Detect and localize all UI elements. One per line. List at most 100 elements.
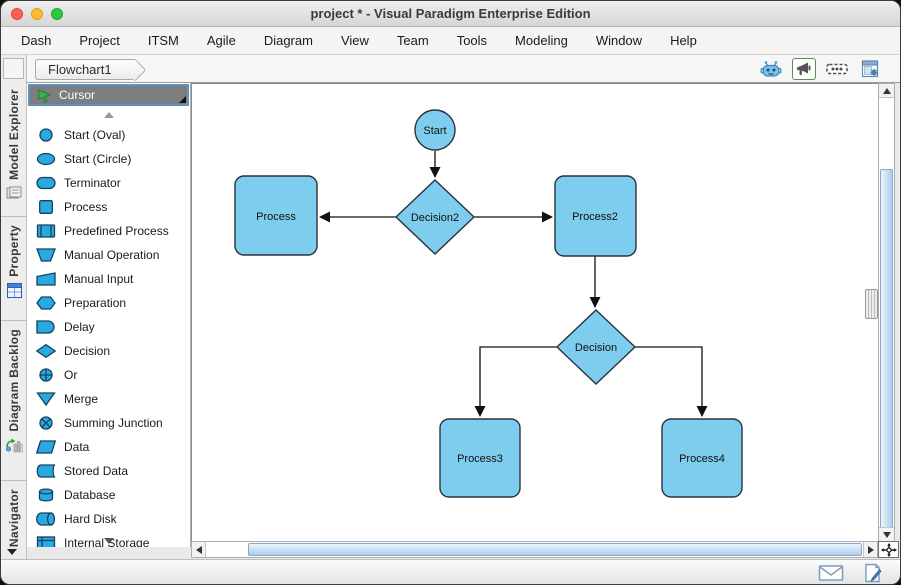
menu-modeling[interactable]: Modeling — [515, 33, 568, 48]
database-shape-icon — [36, 488, 56, 502]
close-window-button[interactable] — [11, 8, 23, 20]
side-tab-strip: Model Explorer Property — [1, 55, 27, 559]
diagram-tab-bar: Flowchart1 — [27, 55, 900, 83]
pan-diagram-button[interactable] — [878, 541, 899, 558]
vertical-scroll-thumb[interactable] — [880, 169, 893, 529]
node-process4-label: Process4 — [679, 453, 725, 465]
palette-item-label: Manual Input — [64, 272, 134, 286]
model-explorer-icon — [6, 186, 22, 205]
palette-item-process[interactable]: Process — [27, 195, 190, 219]
title-bar: project * - Visual Paradigm Enterprise E… — [1, 1, 900, 27]
menu-view[interactable]: View — [340, 33, 369, 48]
palette-item-decision[interactable]: Decision — [27, 339, 190, 363]
menu-diagram[interactable]: Diagram — [263, 33, 313, 48]
palette-item-manual-operation[interactable]: Manual Operation — [27, 243, 190, 267]
tab-flowchart1[interactable]: Flowchart1 — [35, 59, 135, 80]
palette-scroll-down[interactable] — [27, 535, 190, 547]
strip-top-box[interactable] — [3, 58, 24, 79]
scroll-down-icon — [103, 538, 114, 544]
sidebar-tab-model-explorer[interactable]: Model Explorer — [1, 81, 27, 217]
horizontal-scroll-thumb[interactable] — [248, 543, 862, 556]
node-process3[interactable]: Process3 — [439, 418, 521, 498]
node-start[interactable]: Start — [414, 109, 456, 151]
main-area: Model Explorer Property — [1, 55, 900, 559]
palette-scroll-up[interactable] — [27, 107, 190, 123]
palette-item-predefined-process[interactable]: Predefined Process — [27, 219, 190, 243]
palette-item-preparation[interactable]: Preparation — [27, 291, 190, 315]
edge-decision-to-process4[interactable] — [635, 346, 708, 417]
scroll-right-button[interactable] — [863, 542, 877, 557]
palette-item-label: Stored Data — [64, 464, 129, 478]
robot-assistant-icon[interactable] — [759, 58, 783, 80]
tab-flowchart1-label: Flowchart1 — [48, 62, 112, 77]
palette-item-start-circle[interactable]: Start (Circle) — [27, 147, 190, 171]
terminator-shape-icon — [36, 176, 56, 190]
announcement-icon[interactable] — [792, 58, 816, 80]
property-icon — [6, 282, 22, 303]
flowchart-svg: Start Process Decision2 Process2 Decisio… — [234, 109, 743, 498]
palette-cursor-tool[interactable]: Cursor — [28, 84, 189, 106]
menu-help[interactable]: Help — [670, 33, 697, 48]
palette-item-stored-data[interactable]: Stored Data — [27, 459, 190, 483]
oval-shape-icon — [36, 152, 56, 166]
menu-window[interactable]: Window — [595, 33, 643, 48]
node-process[interactable]: Process — [234, 175, 318, 256]
diagram-canvas[interactable]: Start Process Decision2 Process2 Decisio… — [191, 83, 878, 541]
node-process4[interactable]: Process4 — [661, 418, 743, 498]
data-shape-icon — [36, 440, 56, 454]
scroll-left-button[interactable] — [192, 542, 206, 557]
palette-item-database[interactable]: Database — [27, 483, 190, 507]
manual-input-shape-icon — [36, 272, 56, 286]
scroll-down-button[interactable] — [879, 527, 894, 541]
palette-item-merge[interactable]: Merge — [27, 387, 190, 411]
palette-item-label: Terminator — [64, 176, 121, 190]
sidebar-tab-property[interactable]: Property — [1, 217, 27, 321]
panel-splitter-grip[interactable] — [865, 289, 878, 319]
scroll-up-button[interactable] — [879, 84, 894, 98]
menu-team[interactable]: Team — [396, 33, 429, 48]
palette-item-list: Start (Oval) Start (Circle) Terminator P… — [27, 123, 190, 547]
edge-decision-to-process3[interactable] — [474, 346, 557, 417]
decision-shape-icon — [36, 344, 56, 358]
scroll-down-icon — [882, 531, 891, 538]
panel-settings-icon[interactable] — [858, 58, 882, 80]
menu-dash[interactable]: Dash — [21, 33, 52, 48]
palette-item-start-oval[interactable]: Start (Oval) — [27, 123, 190, 147]
mail-icon[interactable] — [818, 563, 844, 583]
process-shape-icon — [36, 200, 56, 214]
node-decision[interactable]: Decision — [555, 309, 637, 385]
selection-marquee-icon[interactable] — [825, 58, 849, 80]
diagram-backlog-icon — [5, 438, 23, 458]
palette-item-terminator[interactable]: Terminator — [27, 171, 190, 195]
menu-tools[interactable]: Tools — [456, 33, 488, 48]
menu-agile[interactable]: Agile — [206, 33, 236, 48]
palette-item-label: Summing Junction — [64, 416, 163, 430]
palette-item-delay[interactable]: Delay — [27, 315, 190, 339]
palette-item-label: Manual Operation — [64, 248, 160, 262]
horizontal-scrollbar[interactable] — [191, 541, 878, 558]
minimize-window-button[interactable] — [31, 8, 43, 20]
palette-item-label: Start (Circle) — [64, 152, 132, 166]
node-process-label: Process — [256, 211, 296, 223]
strip-overflow-down-icon[interactable] — [7, 549, 17, 555]
vertical-scrollbar[interactable] — [878, 83, 895, 542]
edit-note-icon[interactable] — [860, 563, 886, 583]
sidebar-tab-label: Model Explorer — [7, 89, 21, 180]
zoom-window-button[interactable] — [51, 8, 63, 20]
palette-item-label: Merge — [64, 392, 99, 406]
palette-item-or[interactable]: Or — [27, 363, 190, 387]
node-process2-label: Process2 — [572, 211, 618, 223]
traffic-lights — [11, 8, 63, 20]
sidebar-tab-label: Navigator — [7, 489, 21, 548]
node-decision2[interactable]: Decision2 — [394, 179, 476, 255]
palette-item-hard-disk[interactable]: Hard Disk — [27, 507, 190, 531]
menu-itsm[interactable]: ITSM — [147, 33, 179, 48]
palette-item-manual-input[interactable]: Manual Input — [27, 267, 190, 291]
palette-item-label: Decision — [64, 344, 111, 358]
palette-item-summing-junction[interactable]: Summing Junction — [27, 411, 190, 435]
palette-item-data[interactable]: Data — [27, 435, 190, 459]
menu-project[interactable]: Project — [79, 33, 120, 48]
sidebar-tab-diagram-backlog[interactable]: Diagram Backlog — [1, 321, 27, 481]
node-process2[interactable]: Process2 — [554, 175, 637, 257]
